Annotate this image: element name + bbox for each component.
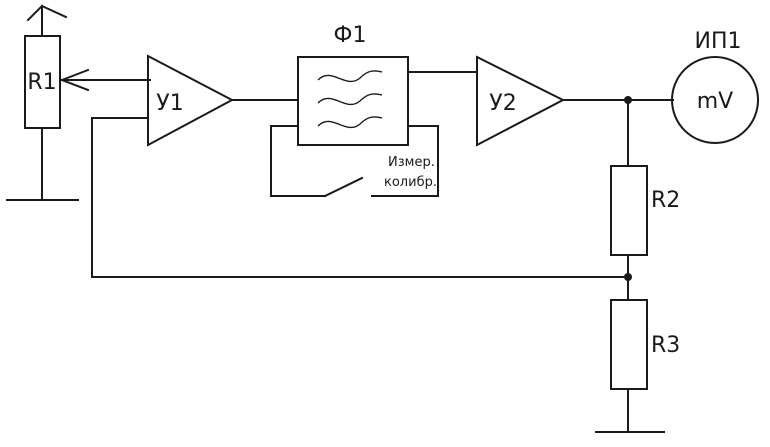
amplifier-u1: У1 bbox=[147, 54, 235, 147]
u2-label: У2 bbox=[489, 91, 516, 116]
feedback-wire bbox=[91, 117, 629, 278]
resistor-r2-body bbox=[610, 165, 648, 256]
switch-blade bbox=[323, 176, 364, 198]
meter-circle bbox=[671, 56, 759, 144]
r1-label: R1 bbox=[27, 70, 56, 95]
r1-top-lead bbox=[41, 4, 68, 37]
r2-label: R2 bbox=[651, 188, 680, 213]
filter-f1-box bbox=[297, 56, 409, 146]
amplifier-u2-triangle bbox=[476, 55, 566, 147]
resistor-r3-body bbox=[610, 299, 648, 390]
r3-label: R3 bbox=[651, 333, 680, 358]
r1-top-arrow bbox=[26, 4, 44, 22]
f1-label: Ф1 bbox=[334, 23, 367, 48]
switch-label-line2: колибр. bbox=[384, 175, 437, 190]
meter-unit-label: mV bbox=[697, 89, 733, 114]
filter-wave-3 bbox=[317, 116, 383, 129]
filter-f1: Ф1 bbox=[297, 23, 409, 146]
amplifier-u1-triangle bbox=[147, 54, 235, 147]
switch-wire-left bbox=[270, 125, 326, 197]
amplifier-u2: У2 bbox=[476, 55, 566, 147]
filter-wave-1 bbox=[317, 70, 383, 83]
filter-wave-2 bbox=[317, 93, 383, 106]
u1-label: У1 bbox=[156, 91, 183, 116]
potentiometer-r1: R1 bbox=[6, 4, 151, 201]
resistor-r2: R2 bbox=[610, 165, 680, 256]
millivoltmeter-ip1: mV ИП1 bbox=[671, 29, 759, 144]
ip1-label: ИП1 bbox=[695, 29, 742, 54]
calibration-switch: Измер. колибр. bbox=[270, 125, 439, 198]
r1-wiper-arrow bbox=[60, 68, 90, 92]
switch-label-line1: Измер. bbox=[388, 155, 435, 170]
switch-wire-right bbox=[371, 125, 439, 197]
resistor-r3: R3 bbox=[610, 299, 680, 390]
